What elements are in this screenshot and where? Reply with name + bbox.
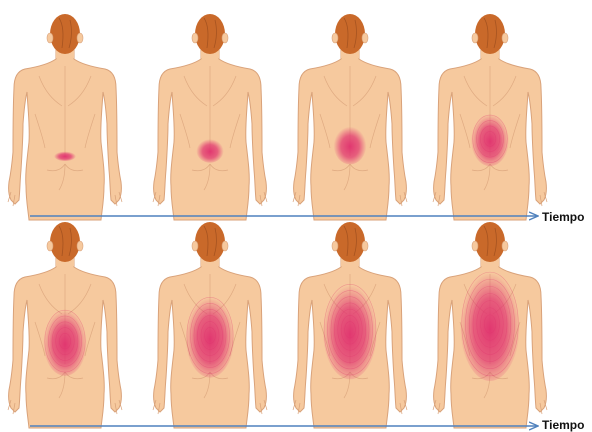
pain-area bbox=[43, 306, 87, 375]
figure-row1-1 bbox=[8, 14, 122, 220]
ear-right bbox=[502, 33, 508, 43]
head-hair bbox=[475, 14, 505, 54]
ear-right bbox=[362, 241, 368, 251]
figure-row2-2 bbox=[153, 222, 267, 428]
ear-left bbox=[192, 241, 198, 251]
ear-right bbox=[77, 241, 83, 251]
figure-row1-4 bbox=[433, 14, 547, 220]
ear-left bbox=[192, 33, 198, 43]
head-hair bbox=[50, 222, 80, 262]
head-hair bbox=[335, 222, 365, 262]
head-hair bbox=[475, 222, 505, 262]
ear-right bbox=[222, 33, 228, 43]
head-hair bbox=[195, 14, 225, 54]
head-hair bbox=[335, 14, 365, 54]
figure-row1-3 bbox=[293, 14, 407, 220]
figure-row2-1 bbox=[8, 222, 122, 428]
ear-left bbox=[47, 241, 53, 251]
figure-row2-3 bbox=[293, 222, 407, 428]
figure-row1-2 bbox=[153, 14, 267, 220]
ear-left bbox=[332, 33, 338, 43]
ear-right bbox=[362, 33, 368, 43]
time-axis-label-top: Tiempo bbox=[542, 210, 584, 224]
ear-left bbox=[332, 241, 338, 251]
ear-right bbox=[77, 33, 83, 43]
figure-row2-4 bbox=[433, 222, 547, 428]
pain-area bbox=[196, 138, 223, 163]
ear-left bbox=[472, 241, 478, 251]
pain-area bbox=[54, 151, 76, 161]
ear-right bbox=[222, 241, 228, 251]
pain-area bbox=[334, 125, 367, 165]
pain-area bbox=[185, 293, 234, 377]
head-hair bbox=[195, 222, 225, 262]
ear-right bbox=[502, 241, 508, 251]
ear-left bbox=[472, 33, 478, 43]
time-axis-label-bottom: Tiempo bbox=[542, 418, 584, 432]
head-hair bbox=[50, 14, 80, 54]
ear-left bbox=[47, 33, 53, 43]
